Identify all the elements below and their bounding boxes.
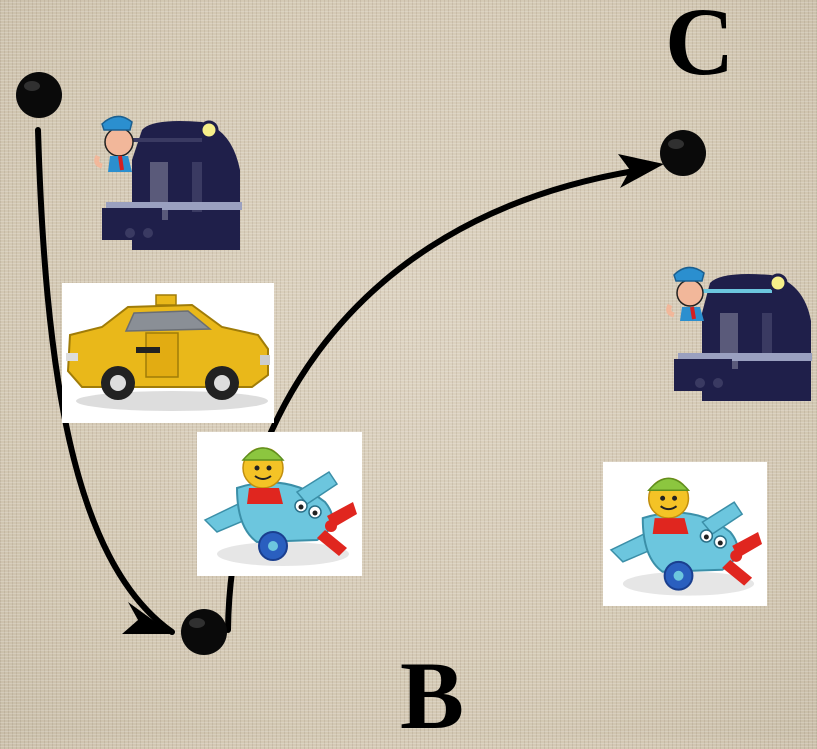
train-icon bbox=[666, 266, 812, 401]
point-b-label: B bbox=[400, 642, 465, 749]
dot-a bbox=[16, 72, 62, 118]
arrow-a-to-b bbox=[35, 127, 175, 635]
train-icon bbox=[94, 115, 242, 250]
toy-plane-icon bbox=[203, 447, 357, 566]
toy-plane-icon bbox=[609, 477, 763, 596]
toy-plane-photo-2 bbox=[603, 462, 767, 606]
dot-c bbox=[660, 130, 706, 176]
toy-plane-photo-1 bbox=[197, 432, 362, 576]
taxi-photo bbox=[62, 283, 274, 423]
taxi-icon bbox=[66, 294, 270, 411]
dot-b bbox=[181, 609, 227, 655]
arrowhead-c bbox=[618, 154, 664, 188]
arrowhead-b bbox=[122, 602, 172, 634]
point-c-label: C bbox=[665, 0, 735, 95]
